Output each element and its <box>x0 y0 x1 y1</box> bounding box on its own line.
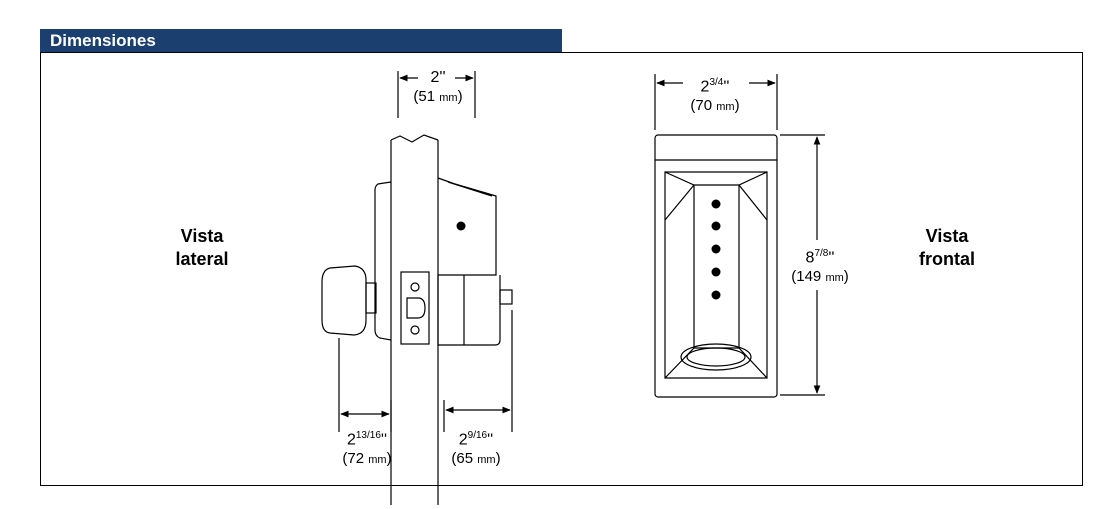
side-view <box>321 134 513 505</box>
keypad-button <box>711 221 721 231</box>
outside-housing <box>374 181 392 341</box>
right-depth-label: 29/16'' (65 mm) <box>451 430 501 468</box>
inside-lower-housing <box>437 275 501 346</box>
keypad-button <box>711 199 721 209</box>
front-width-dimension <box>654 74 778 130</box>
section-header: Dimensiones <box>40 29 562 53</box>
side-view-label: Vista lateral <box>175 226 229 269</box>
front-view-label: Vista frontal <box>919 226 975 269</box>
keypad-button <box>711 267 721 277</box>
knob <box>321 265 367 336</box>
left-depth-dimension <box>338 338 392 432</box>
keypad-button <box>711 290 721 300</box>
inside-housing <box>437 177 497 276</box>
diagram-frame <box>40 52 1083 486</box>
front-view <box>654 134 778 398</box>
top-width-label: 2'' (51 mm) <box>413 69 463 105</box>
keypad-column <box>693 185 740 348</box>
latch-faceplate <box>400 271 430 345</box>
side-view-dot <box>456 221 466 231</box>
keypad-button <box>711 244 721 254</box>
front-width-label: 23/4'' (70 mm) <box>690 77 740 115</box>
lever-slot <box>680 343 752 371</box>
right-depth-dimension <box>443 310 513 432</box>
front-housing <box>654 134 778 398</box>
front-height-dimension <box>780 134 825 396</box>
left-depth-label: 213/16'' (72 mm) <box>342 430 392 468</box>
top-width-dimension <box>397 71 476 118</box>
front-height-label: 87/8'' (149 mm) <box>791 248 849 286</box>
spindle-stub <box>499 289 513 305</box>
keypad-buttons <box>711 199 721 300</box>
section-title: Dimensiones <box>50 31 156 50</box>
